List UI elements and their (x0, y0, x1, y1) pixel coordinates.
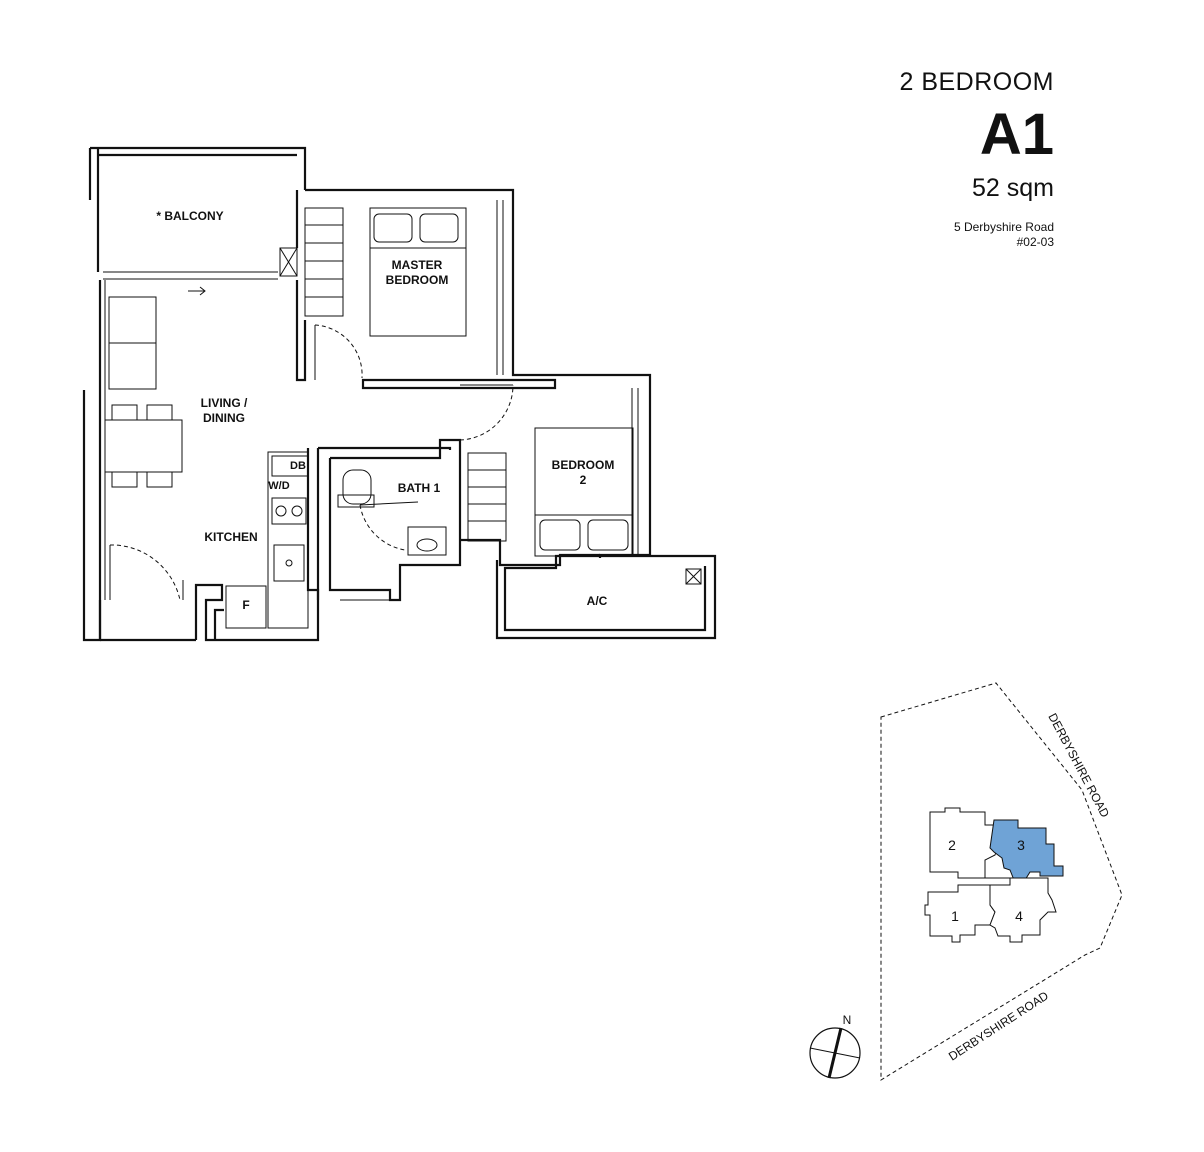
label-living-line1: LIVING / (201, 396, 248, 410)
label-living-line2: DINING (203, 411, 245, 425)
label-ac: A/C (587, 594, 608, 608)
label-bedroom2-line1: BEDROOM (552, 458, 615, 472)
label-balcony: * BALCONY (156, 209, 223, 223)
bedroom2-wardrobe (467, 452, 507, 542)
address-unit-number: #02-03 (1016, 235, 1054, 249)
label-master-line1: MASTER (392, 258, 443, 272)
unit-type: 2 BEDROOM (899, 68, 1054, 96)
unit-area: 52 sqm (972, 174, 1054, 202)
label-kitchen: KITCHEN (204, 530, 257, 544)
sofa (108, 296, 157, 390)
ac-ledge (495, 554, 717, 640)
label-db: DB (290, 460, 306, 472)
label-master-line2: BEDROOM (386, 273, 449, 287)
sliding-door-arrow (188, 286, 206, 296)
bath-door (359, 501, 419, 551)
address: 5 Derbyshire Road #02-03 (754, 220, 1054, 250)
balcony-area (88, 146, 307, 280)
bedroom2-door (459, 384, 514, 441)
unit-code: A1 (979, 102, 1054, 167)
dining-table (104, 404, 183, 488)
label-fridge: F (242, 598, 249, 612)
entrance-door (109, 544, 184, 601)
unit-header: 2 BEDROOM A1 52 sqm 5 Derbyshire Road #0… (754, 62, 1054, 250)
label-bedroom2-line2: 2 (580, 473, 587, 487)
exterior-walls (82, 280, 320, 642)
master-bed (369, 207, 467, 337)
label-wd: W/D (268, 480, 289, 492)
address-street: 5 Derbyshire Road (953, 220, 1054, 234)
master-wardrobe (304, 207, 344, 317)
master-bedroom-walls (279, 188, 652, 558)
bathroom-walls (306, 438, 600, 602)
label-bath: BATH 1 (398, 481, 441, 495)
bedroom2-bed (534, 427, 634, 557)
kitchen-counter (267, 451, 309, 629)
master-door (314, 324, 363, 380)
